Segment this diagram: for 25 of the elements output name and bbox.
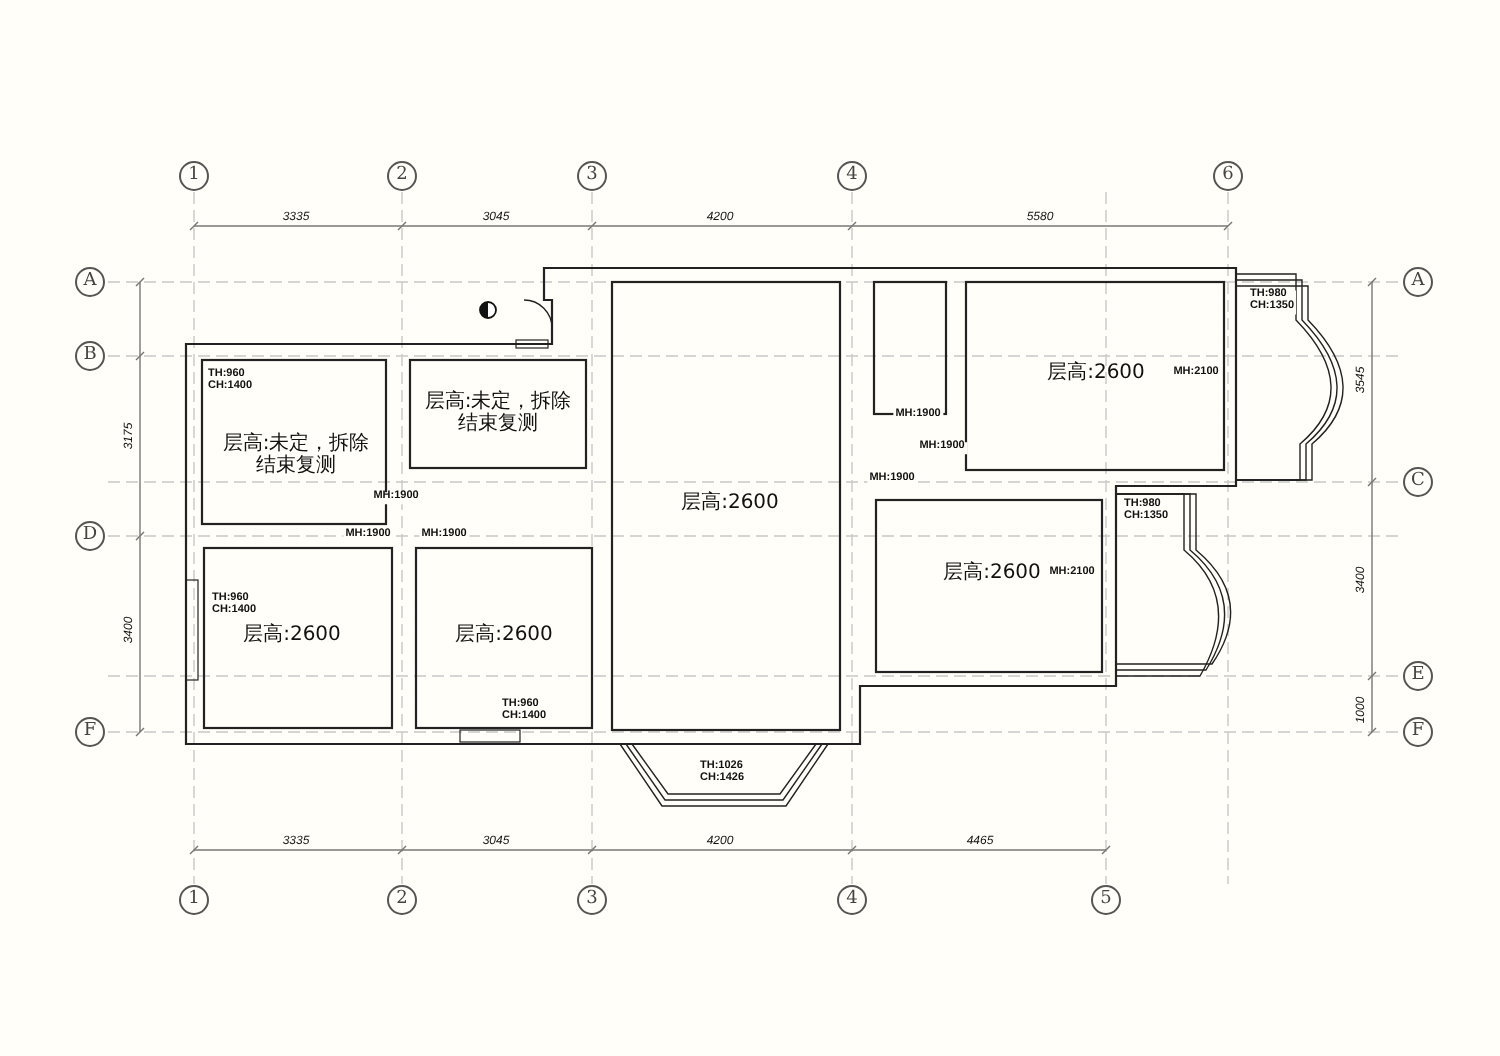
axis-label: 1 [179,885,209,915]
axis-label: 3 [577,885,607,915]
axis-label: 2 [387,161,417,191]
axis-label: 3 [577,161,607,191]
room-height-label: 层高:2600 [455,625,553,647]
axis-label: D [75,521,105,551]
axis-label: 6 [1213,161,1243,191]
room-height-label: 层高:未定，拆除结束复测 [220,435,372,477]
axis-label: B [75,341,105,371]
axis-label: F [75,717,105,747]
axis-label: A [75,267,105,297]
axis-label: 2 [387,885,417,915]
axis-label: 4 [837,885,867,915]
axis-label: 1 [179,161,209,191]
axis-label: E [1403,661,1433,691]
axis-label: 5 [1091,885,1121,915]
room-height-label: 层高:2600 [243,625,341,647]
axis-label: 4 [837,161,867,191]
axis-label: F [1403,717,1433,747]
room-height-label: 层高:2600 [681,493,779,515]
room-height-label: 层高:2600 [943,563,1041,585]
axis-label: A [1403,267,1433,297]
room-height-label: 层高:未定，拆除结束复测 [422,393,574,435]
room-height-label: 层高:2600 [1047,363,1145,385]
axis-label: C [1403,467,1433,497]
